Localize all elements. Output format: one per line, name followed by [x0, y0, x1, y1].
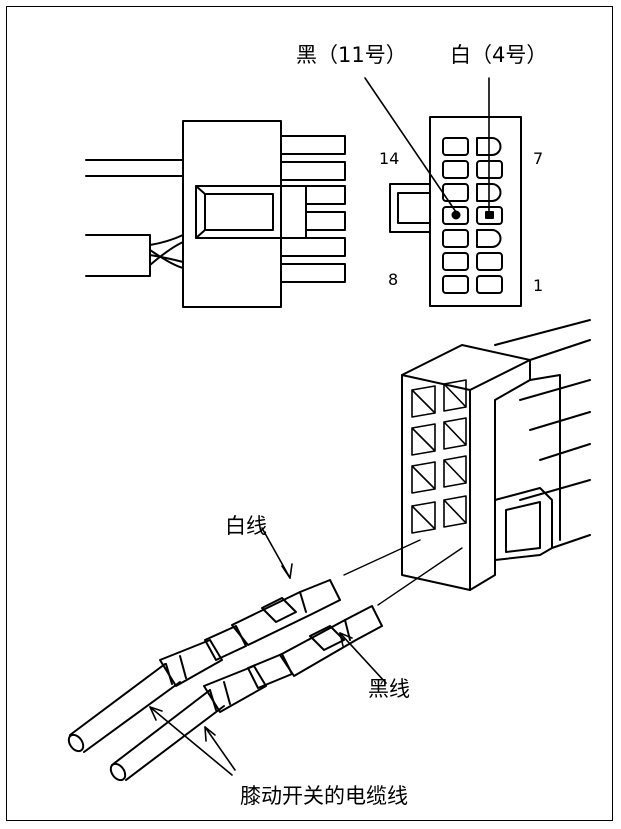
- terminals-and-cables: [67, 527, 387, 782]
- pin-7-label: 7: [533, 149, 544, 168]
- cable-label: 膝动开关的电缆线: [240, 784, 408, 808]
- black-wire-label: 黑线: [368, 677, 410, 701]
- pin-1-label: 1: [533, 276, 544, 295]
- white-pin-label: 白（4号）: [450, 43, 548, 67]
- connector-side-view: [85, 120, 346, 308]
- black-pin-label: 黑（11号）: [296, 43, 407, 67]
- pin-8-label: 8: [388, 270, 399, 289]
- connector-isometric: [343, 319, 591, 606]
- pin-14-label: 14: [379, 149, 400, 168]
- figure-frame: [6, 6, 613, 821]
- white-wire-label: 白线: [225, 514, 267, 538]
- connector-front-view: [364, 77, 522, 307]
